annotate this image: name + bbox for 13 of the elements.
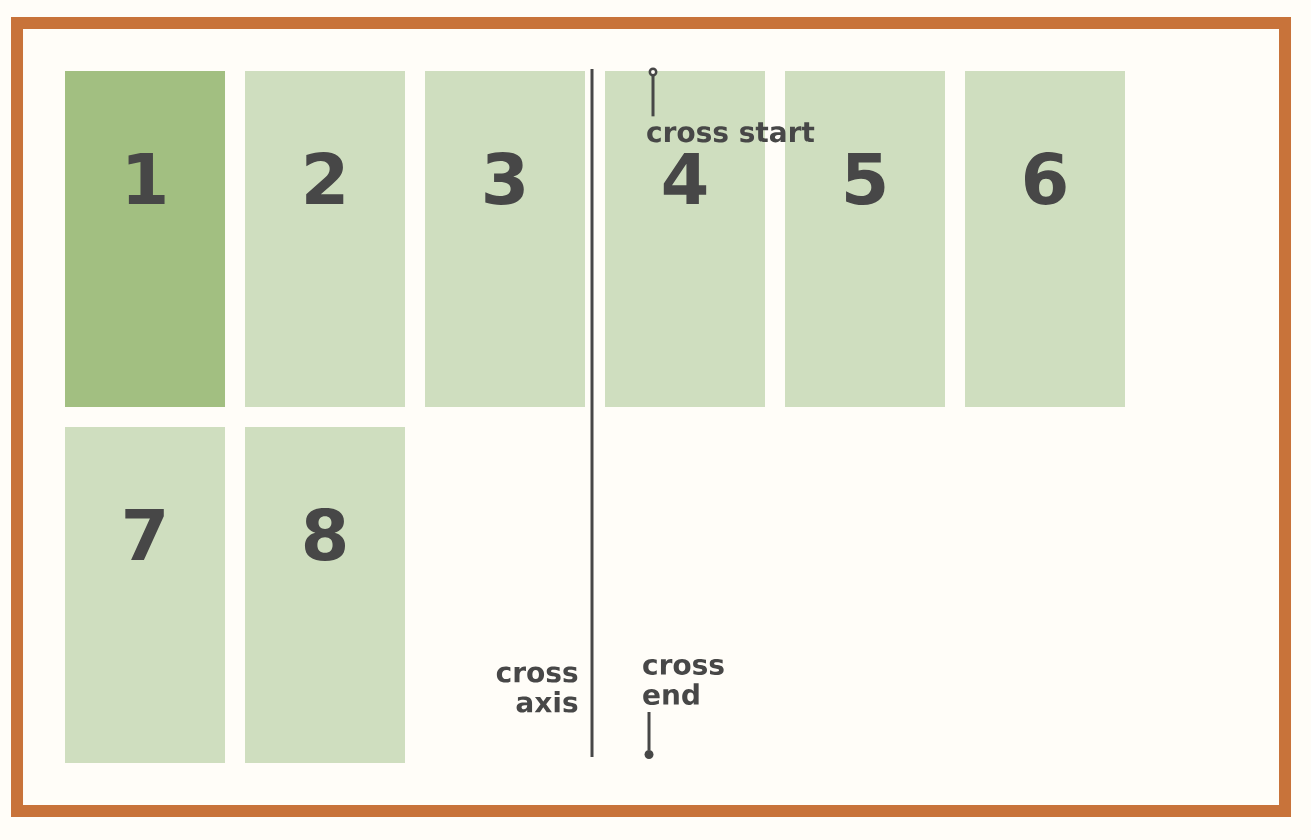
item-box: 3 <box>425 71 585 407</box>
annotation-text: cross end <box>643 658 724 705</box>
leader-line <box>647 712 651 750</box>
item-box: 6 <box>965 71 1125 407</box>
item-box: 8 <box>245 427 405 763</box>
annotation-text: cross start <box>647 122 815 143</box>
leader-line <box>651 75 655 117</box>
item-box: 1 <box>65 71 225 407</box>
ring-marker <box>648 67 658 77</box>
item-box: 2 <box>245 71 405 407</box>
item-box: 7 <box>65 427 225 763</box>
frame <box>11 17 1291 817</box>
axis-label: cross axis <box>496 666 578 713</box>
